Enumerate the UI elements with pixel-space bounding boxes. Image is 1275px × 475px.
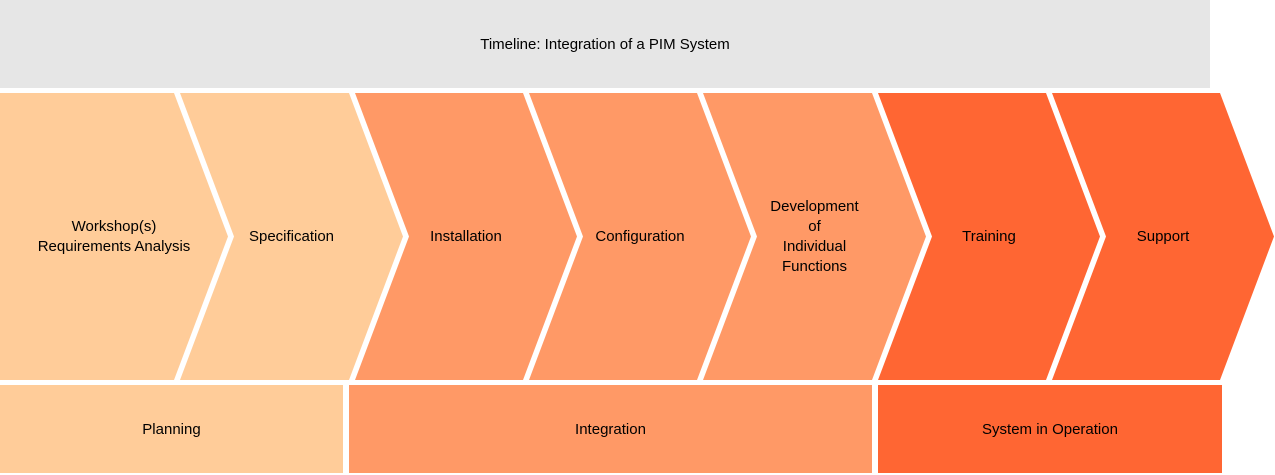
- phase-label: Planning: [142, 420, 201, 438]
- timeline-header-bar: Timeline: Integration of a PIM System: [0, 0, 1210, 88]
- chevron-label: Workshop(s) Requirements Analysis: [37, 217, 191, 255]
- chevron-label: Support: [1136, 227, 1190, 245]
- chevron-label: Training: [962, 227, 1016, 245]
- chevron-label: Configuration: [595, 227, 685, 245]
- phase-bar-planning: Planning: [0, 385, 343, 473]
- chevron-label: Installation: [430, 227, 502, 245]
- chevron-workshops-requirements-analysis: Workshop(s) Requirements Analysis: [0, 93, 228, 380]
- phase-label: System in Operation: [982, 420, 1118, 438]
- phase-bar-system-in-operation: System in Operation: [878, 385, 1222, 473]
- chevron-label: Specification: [248, 227, 335, 245]
- phase-bar-integration: Integration: [349, 385, 872, 473]
- timeline-title: Timeline: Integration of a PIM System: [480, 35, 730, 53]
- chevron-label: Development of Individual Functions: [770, 197, 859, 275]
- phase-label: Integration: [575, 420, 646, 438]
